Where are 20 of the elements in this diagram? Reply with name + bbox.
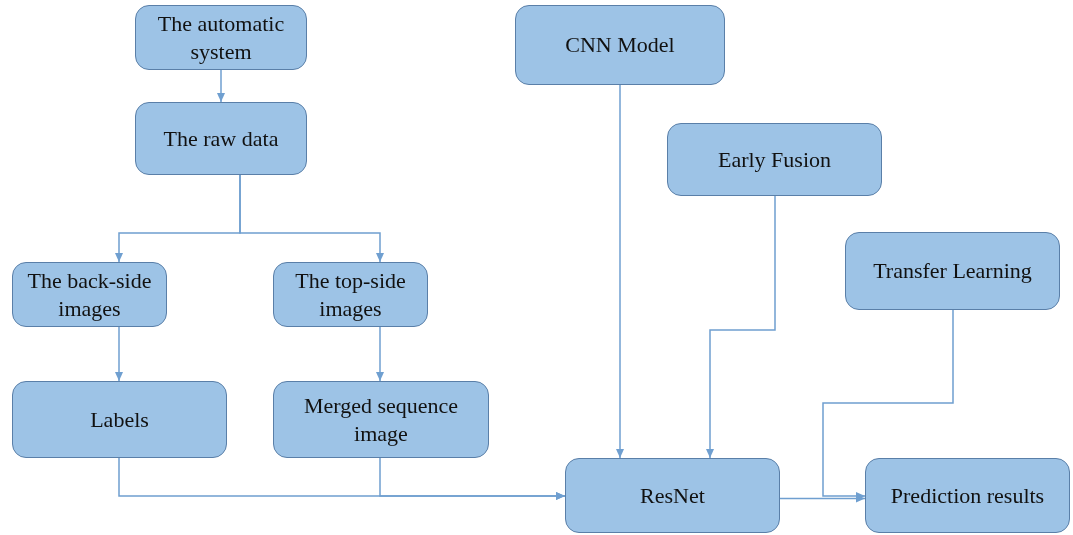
process-box: Prediction results bbox=[865, 458, 1070, 533]
arrow bbox=[239, 174, 384, 263]
arrow bbox=[616, 84, 624, 459]
process-box: CNN Model bbox=[515, 5, 725, 85]
process-box: Transfer Learning bbox=[845, 232, 1060, 310]
arrow bbox=[779, 494, 866, 503]
process-box: The automatic system bbox=[135, 5, 307, 70]
arrow bbox=[822, 309, 954, 500]
arrow bbox=[379, 457, 566, 500]
process-box: The back-side images bbox=[12, 262, 167, 327]
process-box: ResNet bbox=[565, 458, 780, 533]
process-box: Labels bbox=[12, 381, 227, 458]
process-box: Merged sequence image bbox=[273, 381, 489, 458]
arrow bbox=[706, 195, 776, 459]
arrow bbox=[217, 69, 225, 103]
arrow bbox=[115, 326, 123, 382]
process-box: The top-side images bbox=[273, 262, 428, 327]
process-box: Early Fusion bbox=[667, 123, 882, 196]
process-box: The raw data bbox=[135, 102, 307, 175]
arrow bbox=[376, 326, 384, 382]
